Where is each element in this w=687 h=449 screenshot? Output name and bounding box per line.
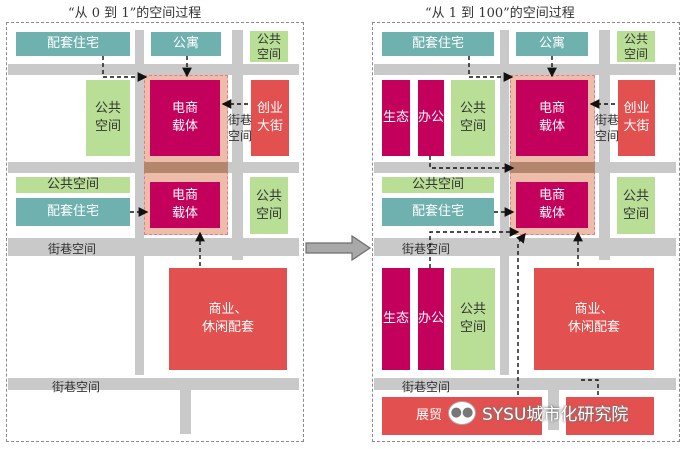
office-block: 办公 xyxy=(418,80,444,156)
office-block: 办公 xyxy=(418,268,444,370)
watermark: ●● SYSU城市化研究院 xyxy=(448,400,628,425)
housing-block: 配套住宅 xyxy=(382,198,494,226)
left-panel xyxy=(6,22,304,442)
ecommerce-block: 电商 载体 xyxy=(516,182,588,228)
housing-block: 配套住宅 xyxy=(16,198,130,226)
street-space-label: 街巷空间 xyxy=(402,380,451,394)
ecommerce-block: 电商 载体 xyxy=(516,80,588,156)
street-space-label: 街巷 空间 xyxy=(228,113,253,143)
left-panel-title: “从 0 到 1”的空间过程 xyxy=(68,6,202,21)
public-space-block: 公共空间 xyxy=(16,177,130,193)
apartment-block: 公寓 xyxy=(516,32,588,56)
street-space-label: 街巷空间 xyxy=(48,242,97,256)
ecommerce-block: 电商 载体 xyxy=(150,182,220,228)
road xyxy=(8,64,299,75)
eco-block: 生态 xyxy=(382,268,410,370)
road xyxy=(180,390,191,434)
road xyxy=(374,64,676,75)
watermark-text: SYSU城市化研究院 xyxy=(482,405,629,425)
right-panel xyxy=(372,22,680,442)
street-space-label: 街巷 空间 xyxy=(595,113,620,143)
housing-block: 配套住宅 xyxy=(382,32,494,56)
road xyxy=(500,30,509,375)
ecommerce-block: 电商 载体 xyxy=(150,80,220,156)
public-space-block: 公共 空间 xyxy=(617,177,655,234)
road xyxy=(548,390,559,430)
housing-block: 配套住宅 xyxy=(16,32,130,56)
commercial-block: 商业、 休闲配套 xyxy=(534,268,654,370)
public-space-block: 公共 空间 xyxy=(451,268,495,370)
zone-band xyxy=(510,162,595,173)
startup-street-block: 创业 大街 xyxy=(251,80,289,156)
road xyxy=(135,30,144,375)
right-panel-title: “从 1 到 100”的空间过程 xyxy=(425,6,575,21)
public-space-block: 公共 空间 xyxy=(617,31,655,62)
public-space-block: 公共空间 xyxy=(382,177,494,193)
public-space-block: 公共 空间 xyxy=(250,31,288,62)
road xyxy=(8,238,299,256)
exhibit-block xyxy=(566,397,654,435)
commercial-block: 商业、 休闲配套 xyxy=(169,268,287,370)
street-space-label: 街巷空间 xyxy=(52,380,101,394)
wechat-icon: ●● xyxy=(448,400,476,425)
public-space-block: 公共 空间 xyxy=(451,80,495,156)
road xyxy=(599,30,610,260)
apartment-block: 公寓 xyxy=(151,32,221,56)
street-space-label: 街巷空间 xyxy=(402,242,451,256)
public-space-block: 公共 空间 xyxy=(86,80,130,156)
startup-street-block: 创业 大街 xyxy=(618,80,655,156)
zone-band xyxy=(144,162,228,173)
road xyxy=(232,30,243,260)
transition-arrow xyxy=(305,234,372,262)
eco-block: 生态 xyxy=(382,80,410,156)
public-space-block: 公共 空间 xyxy=(250,177,288,234)
road xyxy=(8,378,299,390)
